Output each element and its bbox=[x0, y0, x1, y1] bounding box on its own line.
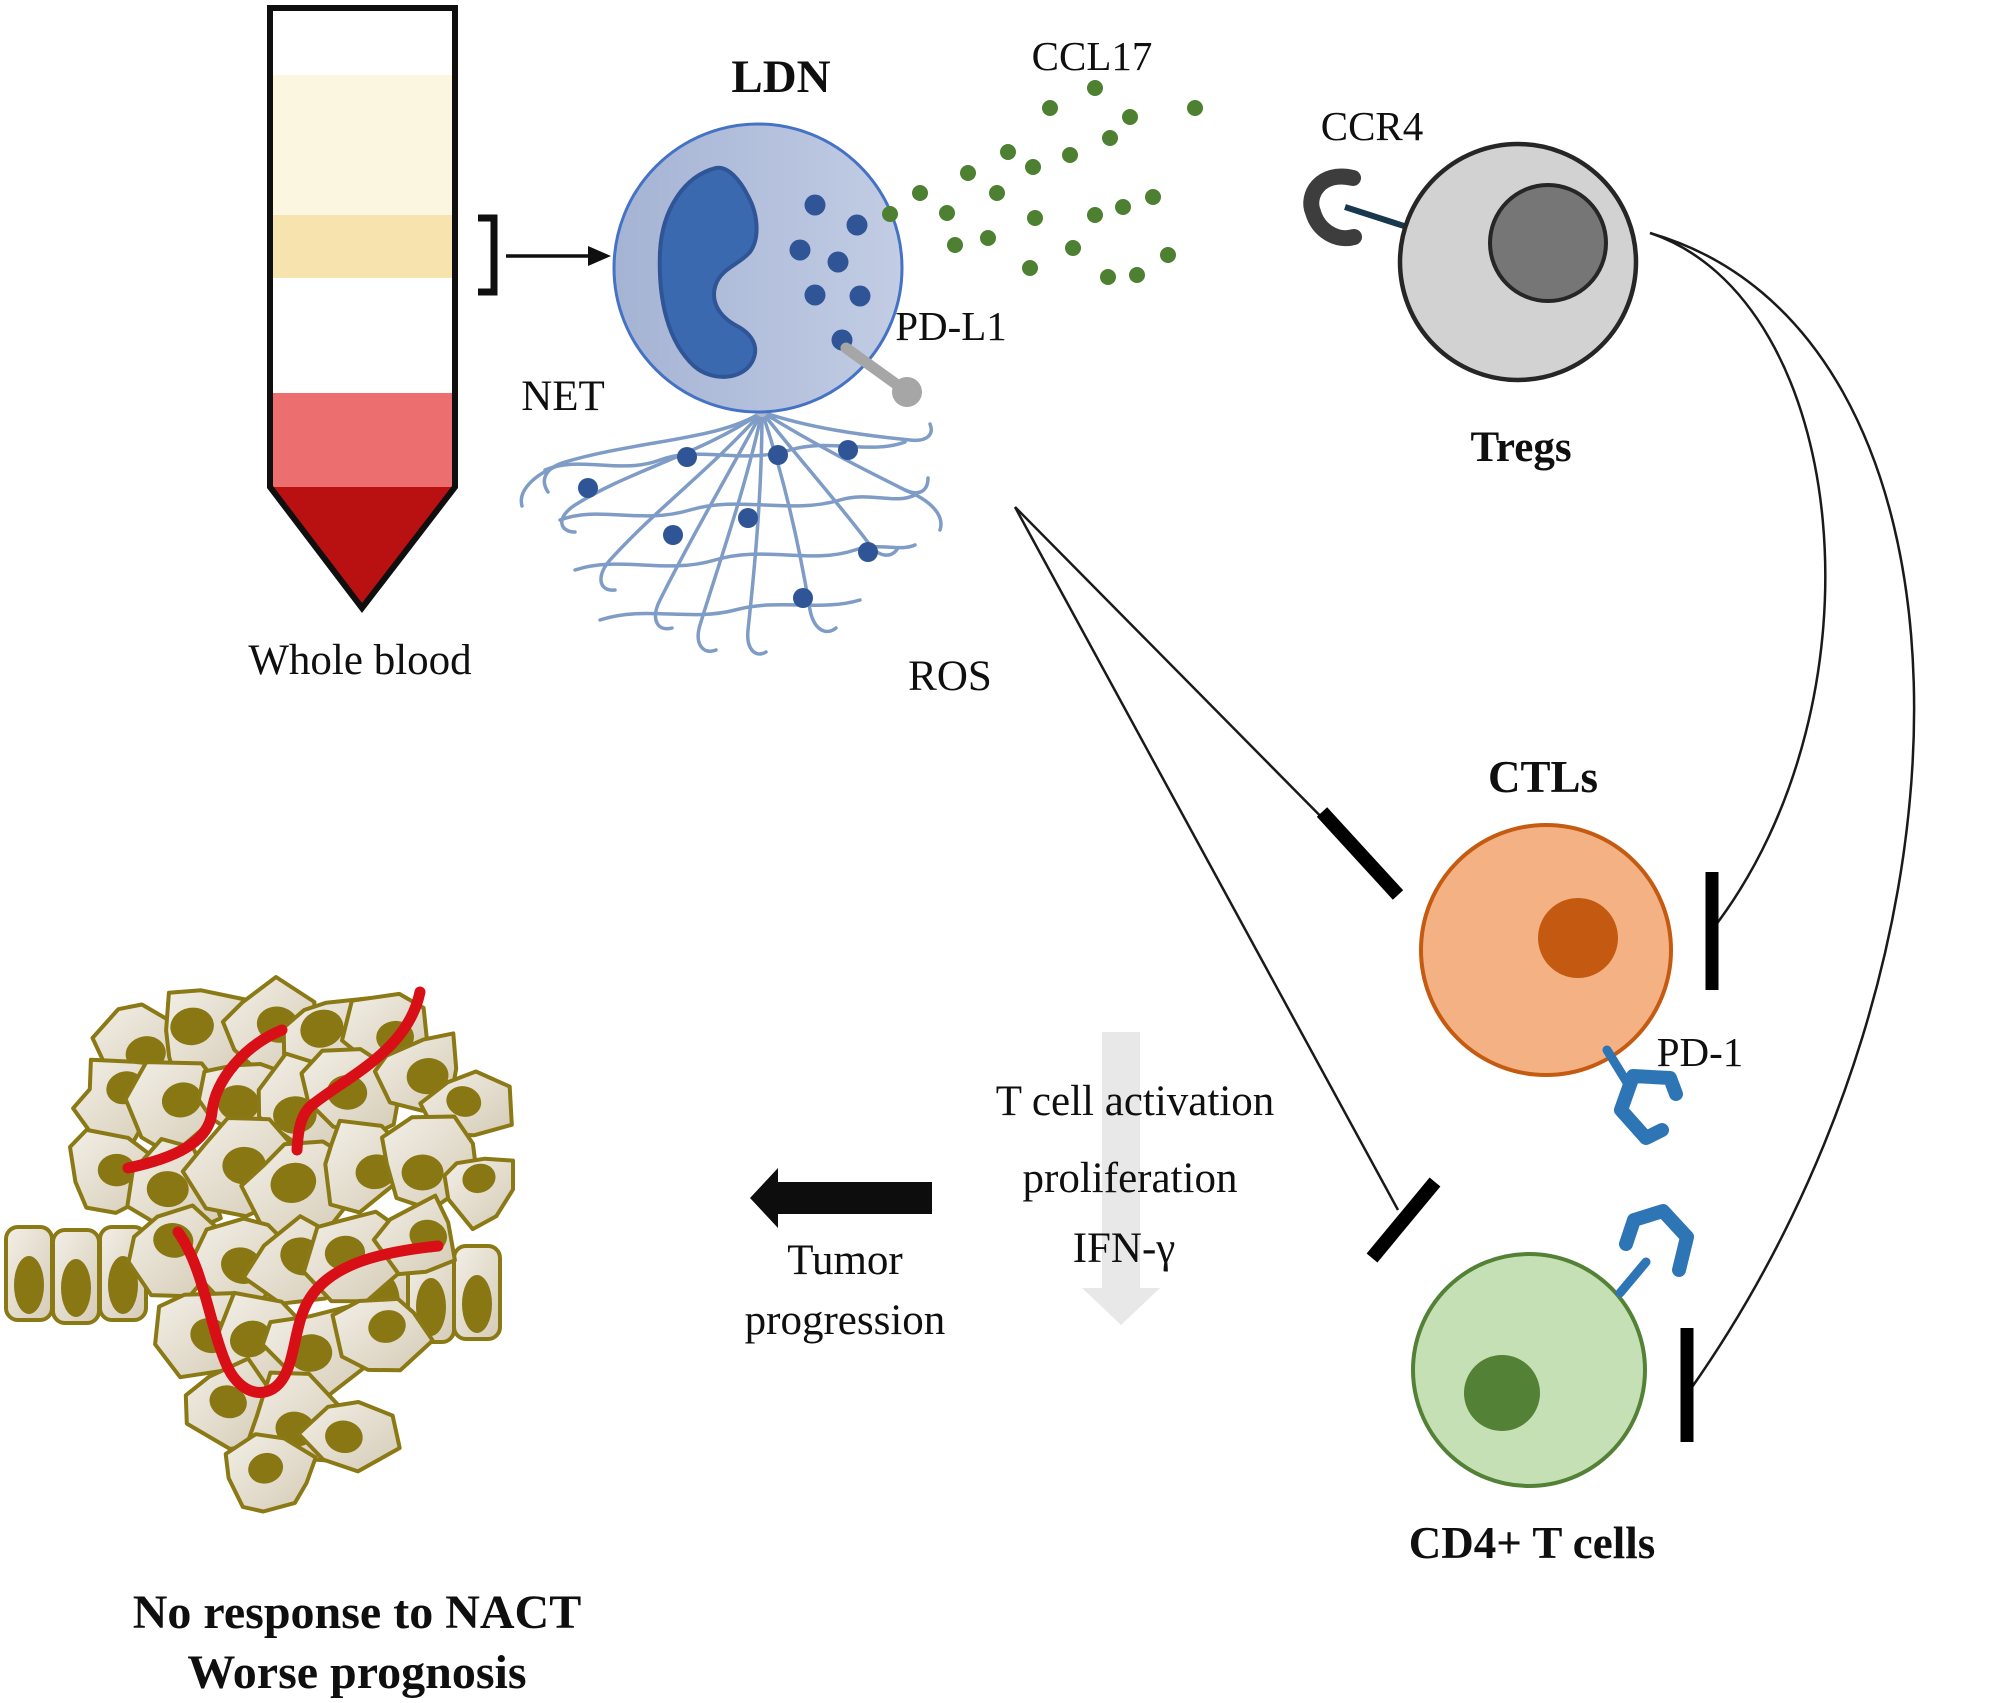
tumor-cell bbox=[442, 1156, 515, 1232]
receptor-clamp-cd4-icon bbox=[1615, 1204, 1694, 1298]
tumor-cell bbox=[223, 1432, 318, 1514]
ccl17-dot bbox=[947, 237, 963, 253]
ldn-cell bbox=[612, 122, 904, 414]
tumor-arrow-line2: progression bbox=[745, 1297, 946, 1344]
ccl17-dot bbox=[1022, 260, 1038, 276]
ccl17-dot bbox=[1042, 100, 1058, 116]
pd1-label: PD-1 bbox=[1657, 1029, 1744, 1075]
outcome-line2: Worse prognosis bbox=[187, 1646, 526, 1699]
ccl17-dot bbox=[1122, 109, 1138, 125]
outcome-line1: No response to NACT bbox=[133, 1586, 581, 1639]
ccl17-dot bbox=[1087, 80, 1103, 96]
tumor-cell bbox=[164, 988, 250, 1085]
tregs-nucleus bbox=[1488, 183, 1608, 303]
ccr4-label: CCR4 bbox=[1321, 103, 1424, 149]
ccl17-dot bbox=[980, 230, 996, 246]
ldn-granule bbox=[804, 284, 826, 306]
ctl-cell bbox=[1419, 823, 1673, 1077]
ccl17-dot bbox=[1129, 267, 1145, 283]
blood-vessel bbox=[291, 986, 426, 1156]
ccl17-dot bbox=[882, 206, 898, 222]
ccl17-dot bbox=[1027, 210, 1043, 226]
ccl17-dot bbox=[1087, 207, 1103, 223]
cd4-label: CD4+ T cells bbox=[1409, 1518, 1656, 1568]
ldn-granule bbox=[849, 285, 871, 307]
cd4-nucleus bbox=[1464, 1355, 1540, 1431]
cd4-cell bbox=[1411, 1252, 1647, 1488]
tumor-cell bbox=[330, 1296, 435, 1373]
tregs-cell bbox=[1397, 141, 1639, 383]
ccl17-dot bbox=[1160, 247, 1176, 263]
ctls-label: CTLs bbox=[1488, 752, 1598, 802]
net-label: NET bbox=[521, 373, 605, 420]
ccl17-dot bbox=[1102, 130, 1118, 146]
ldn-granule bbox=[846, 214, 868, 236]
inhibition-line-ldn-cd4 bbox=[1013, 506, 1400, 1211]
ldn-granule bbox=[804, 194, 826, 216]
tumor-mass bbox=[4, 975, 515, 1514]
ldn-granules bbox=[789, 194, 871, 351]
ccl17-dot bbox=[1187, 100, 1203, 116]
ccl17-label: CCL17 bbox=[1032, 33, 1153, 79]
epithelial-cell bbox=[51, 1228, 101, 1325]
blood-tube bbox=[267, 5, 458, 613]
ldn-cell-body bbox=[612, 122, 904, 414]
ccl17-dot bbox=[989, 185, 1005, 201]
suppression-down-arrow-icon bbox=[1082, 1032, 1160, 1325]
ctl-nucleus bbox=[1538, 898, 1618, 978]
activation-line2: proliferation bbox=[1023, 1155, 1238, 1202]
inhibition-line-ldn-ctl bbox=[1014, 506, 1351, 847]
ccl17-dot bbox=[1145, 189, 1161, 205]
ccl17-dot bbox=[1100, 269, 1116, 285]
tregs-inhibition-curve-cd4 bbox=[1649, 231, 1916, 1391]
ccr4-rod bbox=[1344, 204, 1405, 229]
ldn-label: LDN bbox=[731, 51, 830, 103]
ccl17-molecules bbox=[882, 80, 1203, 285]
epithelial-cell bbox=[452, 1244, 502, 1341]
inhibition-bar-ldn-ctl-icon bbox=[1316, 807, 1404, 900]
extraction-bracket-icon bbox=[478, 214, 498, 296]
ccl17-dot bbox=[1115, 199, 1131, 215]
blood-vessel bbox=[172, 1226, 444, 1398]
rbc-pink-layer bbox=[273, 393, 452, 487]
pd1-receptor-ctl-icon bbox=[1602, 1045, 1683, 1145]
inhibition-bar-ldn-cd4-icon bbox=[1366, 1177, 1441, 1263]
whole-blood-label: Whole blood bbox=[248, 637, 471, 684]
pdl1-receptor bbox=[840, 342, 922, 407]
extraction-arrow-icon bbox=[506, 246, 611, 266]
buffy-coat-layer bbox=[273, 215, 452, 278]
pdl1-label: PD-L1 bbox=[895, 303, 1007, 349]
ccl17-dot bbox=[1062, 147, 1078, 163]
activation-line1: T cell activation bbox=[996, 1078, 1275, 1125]
rbc-pellet-layer bbox=[272, 487, 453, 606]
blood-vessels bbox=[122, 986, 444, 1398]
tube-outline bbox=[267, 5, 458, 613]
tumor-cell bbox=[296, 1400, 402, 1474]
ccl17-dot bbox=[1000, 144, 1016, 160]
ccl17-dot bbox=[1065, 240, 1081, 256]
tumor-arrow-line1: Tumor bbox=[787, 1237, 903, 1284]
ros-label: ROS bbox=[908, 653, 992, 700]
activation-line3: IFN-γ bbox=[1073, 1225, 1176, 1272]
epithelial-cell bbox=[4, 1225, 54, 1322]
ccr4-receptor-icon bbox=[1303, 168, 1362, 247]
ccl17-dot bbox=[912, 185, 928, 201]
tregs-inhibition-curve-ctl bbox=[1649, 231, 1827, 931]
ccl17-dot bbox=[1025, 159, 1041, 175]
tumor-progression-arrow-icon bbox=[750, 1168, 932, 1228]
ldn-granule bbox=[827, 251, 849, 273]
ldn-nucleus bbox=[657, 165, 759, 379]
net-web bbox=[519, 401, 943, 656]
ccl17-dot bbox=[939, 205, 955, 221]
tregs-label: Tregs bbox=[1470, 424, 1571, 471]
blood-vessel bbox=[122, 1024, 288, 1174]
net-dna-dots bbox=[578, 440, 878, 608]
plasma-layer bbox=[273, 75, 452, 215]
ccl17-dot bbox=[960, 165, 976, 181]
ldn-granule bbox=[789, 239, 811, 261]
tumor-cells bbox=[68, 975, 515, 1514]
